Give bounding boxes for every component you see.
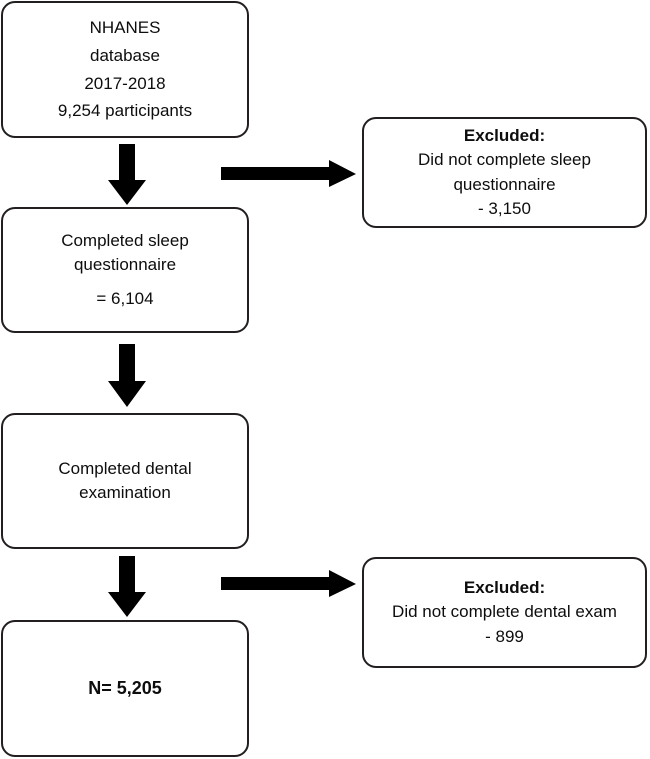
node-nhanes-source-line-2: database (90, 45, 160, 65)
node-completed-dental-examination: Completed dental examination (1, 413, 249, 549)
node-nhanes-source: NHANES database 2017-2018 9,254 particip… (1, 1, 249, 138)
arrow-down-icon-source-to-sleep (106, 144, 148, 206)
node-excluded-sleep-line-2: questionnaire (453, 174, 556, 194)
node-excluded-sleep: Excluded: Did not complete sleep questio… (362, 117, 647, 228)
node-excluded-sleep-heading: Excluded: (463, 126, 546, 146)
arrow-right-icon-source-to-excluded-sleep (221, 160, 357, 188)
arrow-right-icon-dental-to-excluded-dental (221, 570, 357, 598)
node-completed-dental-line-1: Completed dental (58, 458, 192, 478)
node-nhanes-source-line-1: NHANES (89, 18, 161, 38)
node-completed-sleep-questionnaire: Completed sleep questionnaire = 6,104 (1, 207, 249, 333)
node-final-sample-count: N= 5,205 (88, 677, 162, 698)
node-completed-sleep-line-1: Completed sleep (61, 230, 189, 250)
node-completed-sleep-line-2: questionnaire (73, 254, 177, 274)
node-excluded-dental-line-2: - 899 (485, 626, 524, 646)
arrow-down-icon-dental-to-final (106, 556, 148, 618)
node-nhanes-source-line-3: 2017-2018 (84, 73, 166, 93)
node-completed-sleep-count: = 6,104 (96, 289, 154, 309)
node-excluded-dental-heading: Excluded: (463, 578, 546, 598)
node-excluded-sleep-line-3: - 3,150 (478, 198, 531, 218)
node-completed-dental-line-2: examination (79, 483, 171, 502)
node-excluded-dental-line-1: Did not complete dental exam (392, 602, 617, 622)
arrow-down-icon-sleep-to-dental (106, 344, 148, 408)
node-excluded-dental: Excluded: Did not complete dental exam -… (362, 557, 647, 668)
node-final-sample: N= 5,205 (1, 620, 249, 757)
node-excluded-sleep-line-1: Did not complete sleep (418, 150, 591, 170)
node-nhanes-source-line-4: 9,254 participants (57, 101, 193, 121)
